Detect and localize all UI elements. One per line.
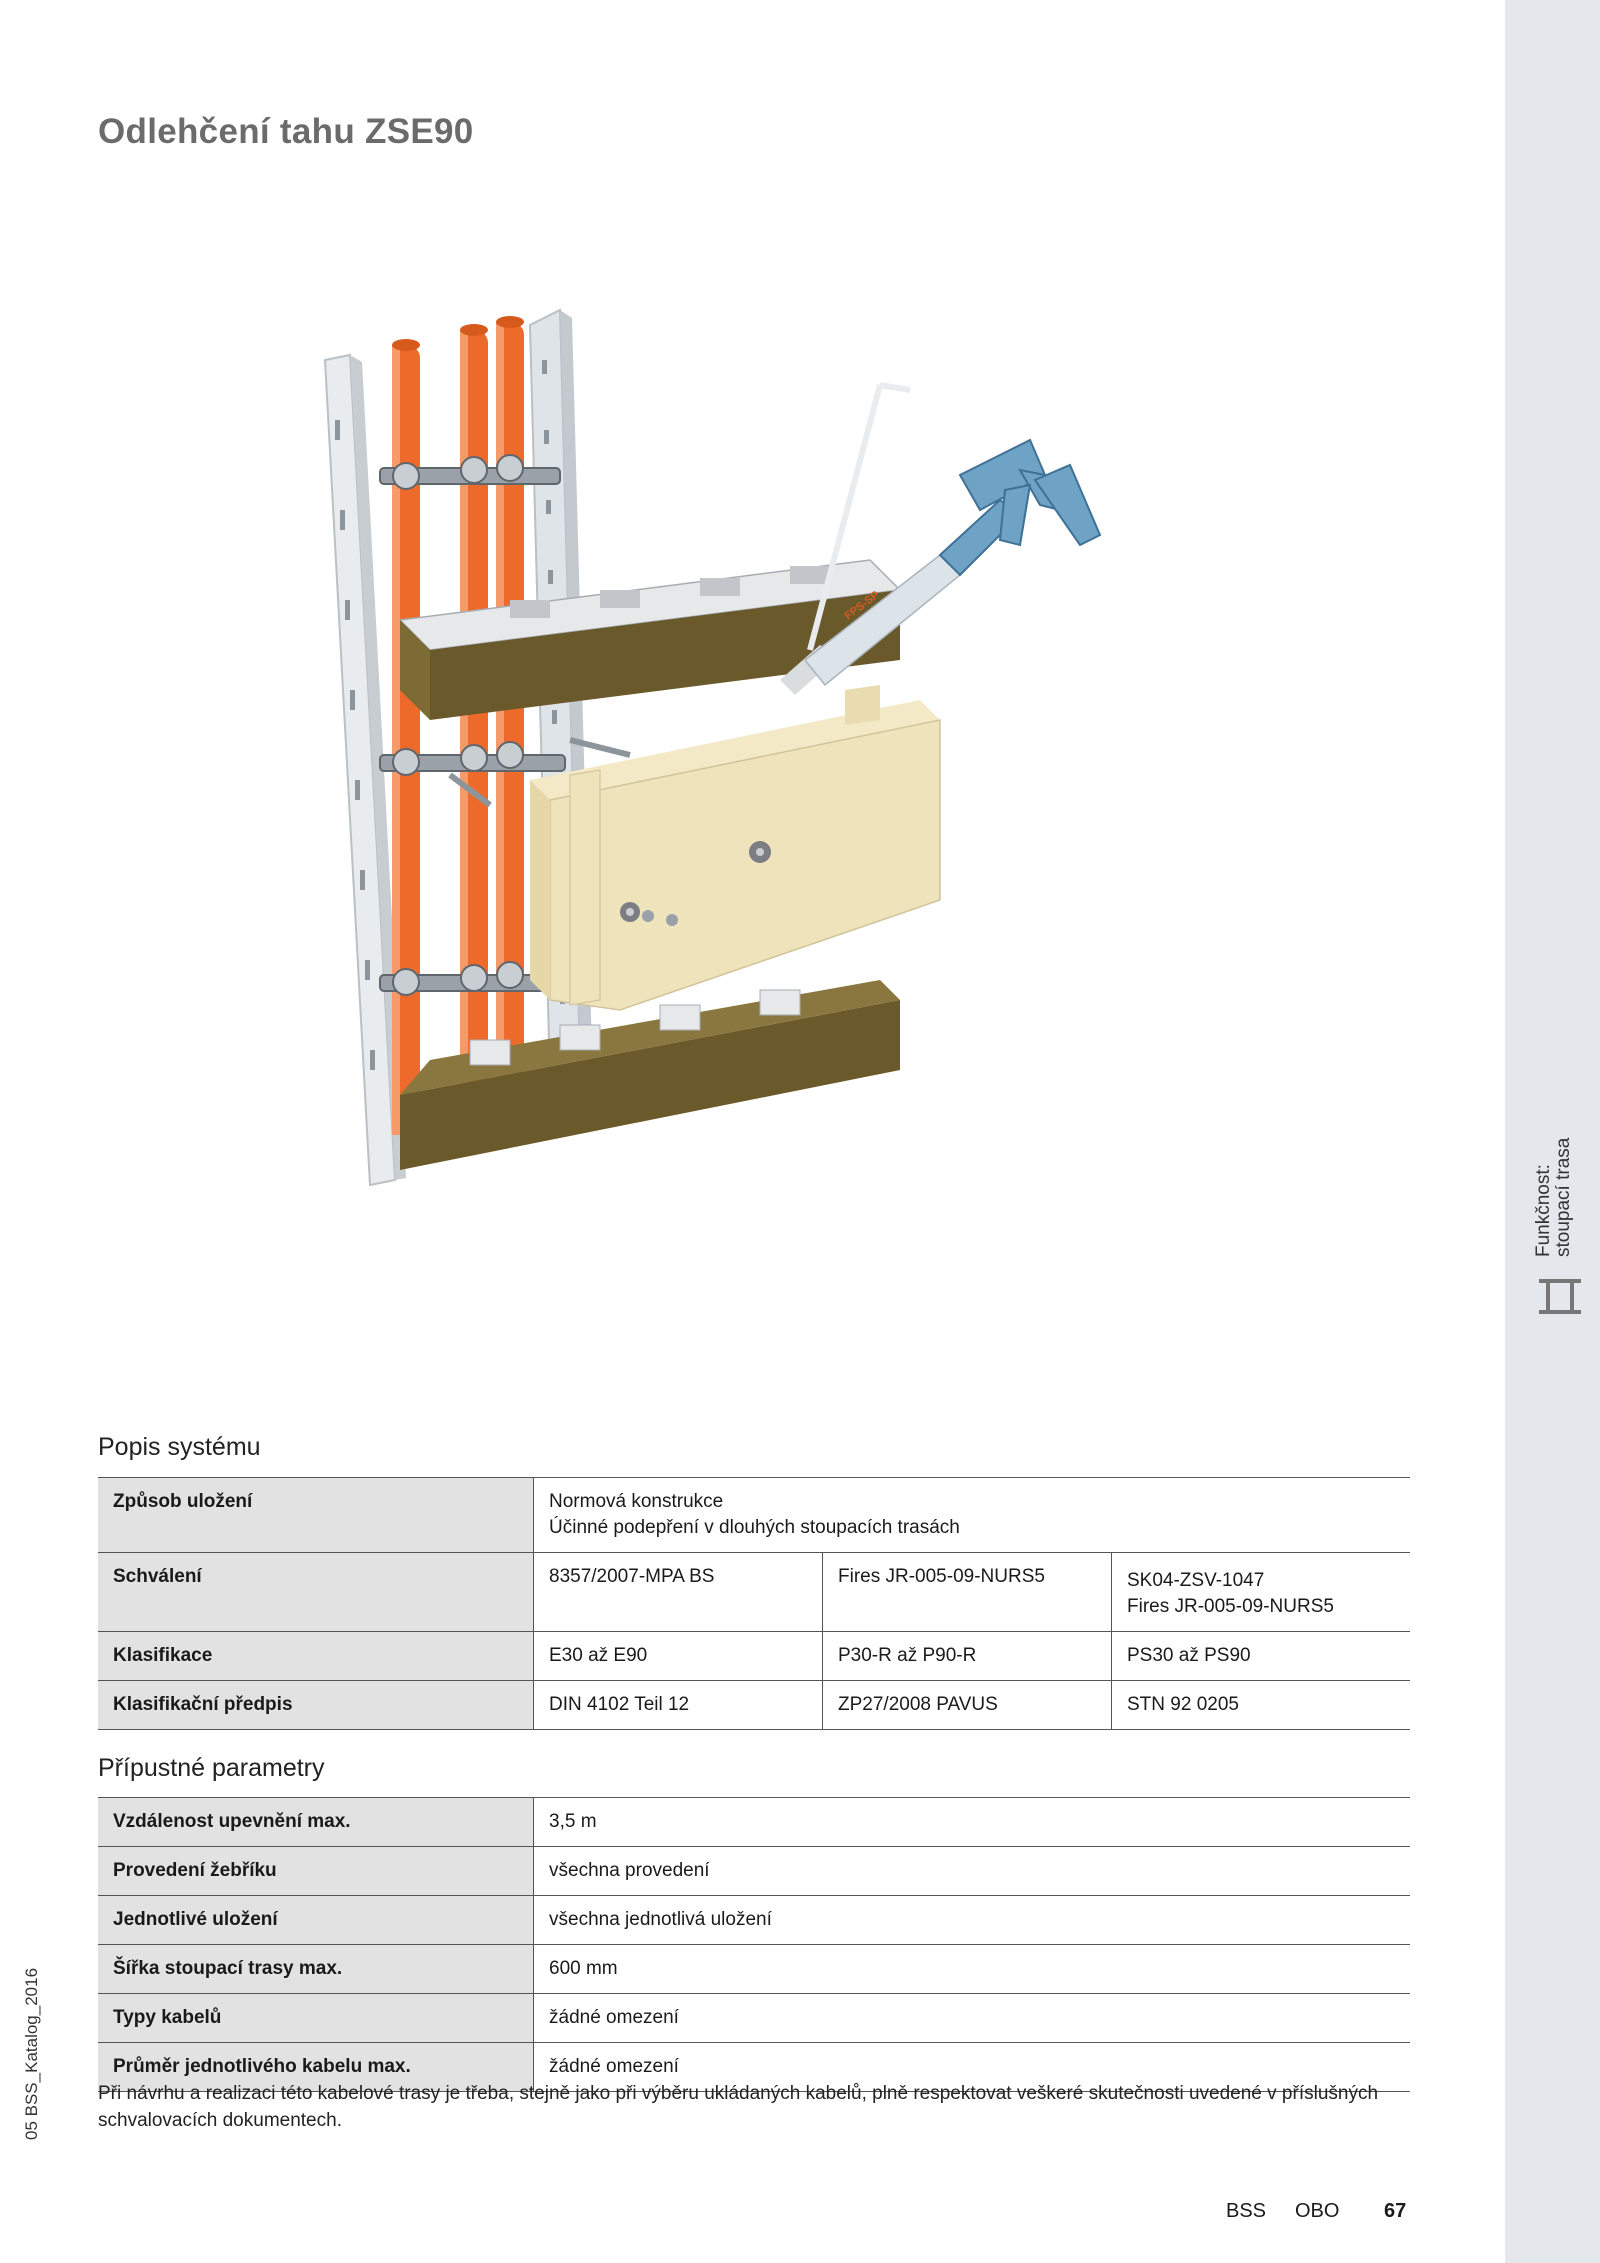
row-label: Vzdálenost upevnění max. bbox=[98, 1797, 534, 1847]
row-value: PS30 až PS90 bbox=[1111, 1631, 1410, 1681]
side-tab-line2: stoupací trasa bbox=[1553, 1137, 1574, 1257]
parameters-table: Vzdálenost upevnění max. 3,5 m Provedení… bbox=[98, 1797, 1410, 2092]
table-row: Klasifikační předpis DIN 4102 Teil 12 ZP… bbox=[98, 1680, 1410, 1730]
row-value: všechna provedení bbox=[533, 1846, 1410, 1896]
page-number: 67 bbox=[1384, 2200, 1407, 2222]
row-label: Klasifikační předpis bbox=[98, 1680, 534, 1730]
row-value: 600 mm bbox=[533, 1944, 1410, 1994]
row-value: všechna jednotlivá uložení bbox=[533, 1895, 1410, 1945]
row-label: Způsob uložení bbox=[98, 1477, 534, 1553]
section-heading-parameters: Přípustné parametry bbox=[98, 1754, 325, 1782]
page-title: Odlehčení tahu ZSE90 bbox=[98, 112, 474, 151]
row-value: DIN 4102 Teil 12 bbox=[533, 1680, 823, 1730]
system-table: Způsob uložení Normová konstrukce Účinné… bbox=[98, 1477, 1410, 1730]
row-value: SK04-ZSV-1047 Fires JR-005-09-NURS5 bbox=[1111, 1552, 1410, 1632]
row-value: 3,5 m bbox=[533, 1797, 1410, 1847]
row-value: žádné omezení bbox=[533, 1993, 1410, 2043]
row-value: Fires JR-005-09-NURS5 bbox=[822, 1552, 1112, 1632]
footer-brand-obo: OBO bbox=[1295, 2200, 1340, 2222]
row-value: žádné omezení bbox=[533, 2042, 1410, 2092]
row-label: Průměr jednotlivého kabelu max. bbox=[98, 2042, 534, 2092]
table-row: Jednotlivé uložení všechna jednotlivá ul… bbox=[98, 1895, 1410, 1945]
row-label: Jednotlivé uložení bbox=[98, 1895, 534, 1945]
row-label: Klasifikace bbox=[98, 1631, 534, 1681]
row-label: Schválení bbox=[98, 1552, 534, 1632]
row-value: ZP27/2008 PAVUS bbox=[822, 1680, 1112, 1730]
table-row: Provedení žebříku všechna provedení bbox=[98, 1846, 1410, 1896]
row-value: E30 až E90 bbox=[533, 1631, 823, 1681]
row-value: 8357/2007-MPA BS bbox=[533, 1552, 823, 1632]
row-label: Šířka stoupací trasy max. bbox=[98, 1944, 534, 1994]
ladder-icon bbox=[1539, 1279, 1581, 1314]
side-band bbox=[1505, 0, 1600, 2263]
side-tab-label: Funkčnost: stoupací trasa bbox=[1533, 1127, 1594, 1257]
footer-brand-bss: BSS bbox=[1226, 2200, 1267, 2222]
row-label: Provedení žebříku bbox=[98, 1846, 534, 1896]
table-row: Způsob uložení Normová konstrukce Účinné… bbox=[98, 1477, 1410, 1553]
note-paragraph: Při návrhu a realizaci této kabelové tra… bbox=[98, 2083, 1379, 2131]
product-illustration: FPS-SP bbox=[323, 308, 1102, 1187]
table-row: Průměr jednotlivého kabelu max. žádné om… bbox=[98, 2042, 1410, 2092]
table-row: Šířka stoupací trasy max. 600 mm bbox=[98, 1944, 1410, 1994]
table-row: Schválení 8357/2007-MPA BS Fires JR-005-… bbox=[98, 1552, 1410, 1632]
row-value: Normová konstrukce Účinné podepření v dl… bbox=[533, 1477, 1410, 1553]
row-label: Typy kabelů bbox=[98, 1993, 534, 2043]
catalog-label-text: 05 BSS_Katalog_2016 bbox=[22, 1967, 41, 2140]
row-value: P30-R až P90-R bbox=[822, 1631, 1112, 1681]
row-value: STN 92 0205 bbox=[1111, 1680, 1410, 1730]
section-heading-system: Popis systému bbox=[98, 1433, 261, 1461]
side-tab-line1: Funkčnost: bbox=[1533, 1164, 1554, 1257]
table-row: Vzdálenost upevnění max. 3,5 m bbox=[98, 1797, 1410, 1847]
table-row: Klasifikace E30 až E90 P30-R až P90-R PS… bbox=[98, 1631, 1410, 1681]
catalog-label: 05 BSS_Katalog_2016 bbox=[22, 1967, 52, 2140]
table-row: Typy kabelů žádné omezení bbox=[98, 1993, 1410, 2043]
